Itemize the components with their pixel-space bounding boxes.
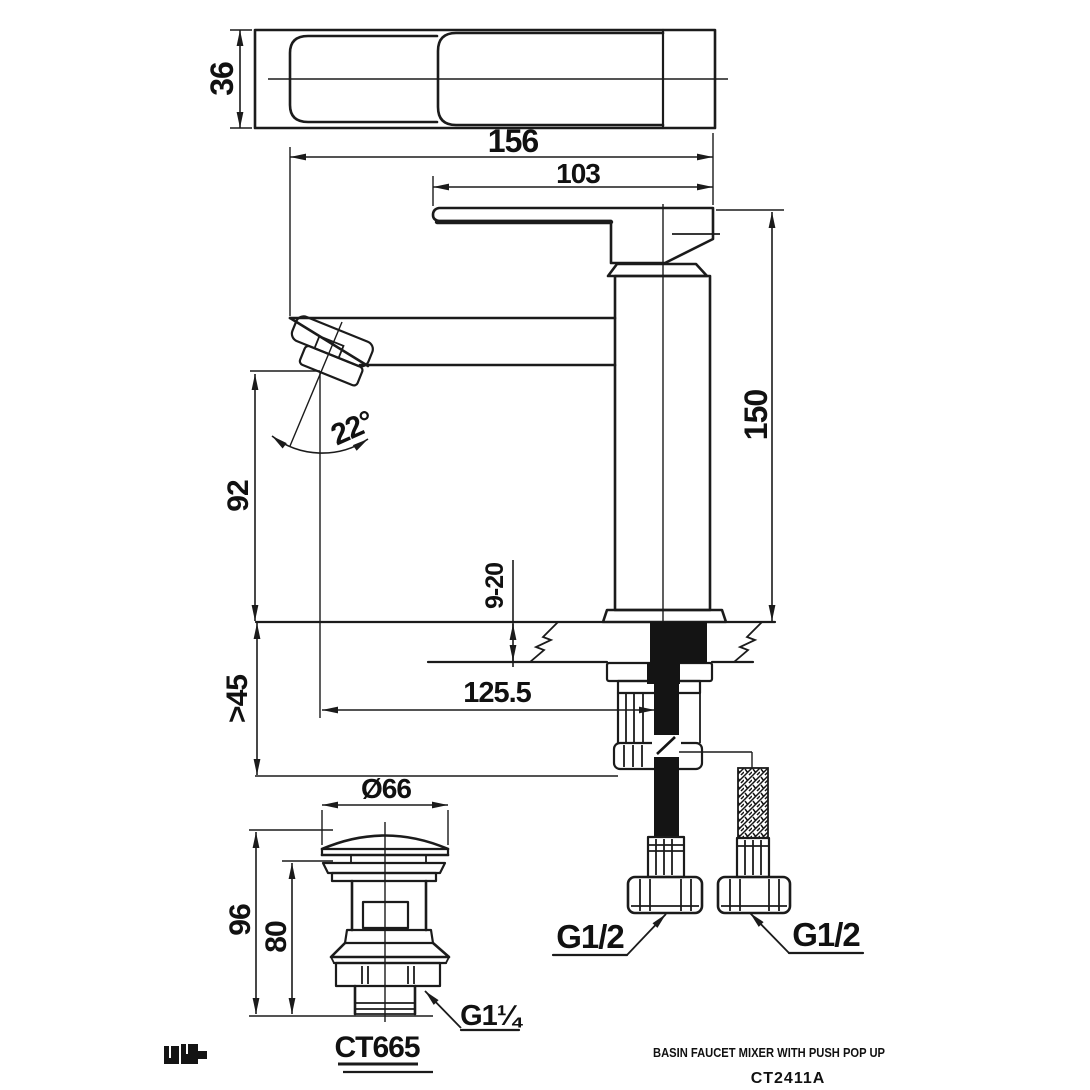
callout-supply-thread-right: G1/2 xyxy=(749,912,865,955)
drain-cap-dome xyxy=(320,834,450,851)
drain-overflow-window xyxy=(361,900,410,930)
drain-flange xyxy=(321,861,447,875)
dim-label-9-20: 9-20 xyxy=(481,563,509,609)
popup-drain-view xyxy=(320,822,451,1022)
dim-outlet-to-axis: 125.5 xyxy=(322,677,655,714)
dim-spout-outlet-height: 92 xyxy=(222,370,321,718)
dim-label-96: 96 xyxy=(224,904,257,936)
aerator-axis-line xyxy=(289,321,343,447)
label-g12-right: G1/2 xyxy=(792,916,860,953)
dim-popup-total-height: 96 xyxy=(224,829,433,1017)
dim-label-156: 156 xyxy=(488,123,539,159)
popup-model-label: CT665 xyxy=(334,1031,433,1074)
dim-label-d66: Ø66 xyxy=(361,773,411,804)
top-view xyxy=(253,28,728,130)
dim-clearance-below: >45 xyxy=(221,623,618,777)
drawing-title: BASIN FAUCET MIXER WITH PUSH POP UP xyxy=(653,1045,885,1060)
counter-deck xyxy=(254,620,777,664)
title-block: BASIN FAUCET MIXER WITH PUSH POP UP CT24… xyxy=(653,1045,885,1087)
cartridge-cover xyxy=(606,262,709,278)
hose-connector-left xyxy=(626,835,704,915)
dim-label-103: 103 xyxy=(556,158,600,189)
dim-label-150: 150 xyxy=(738,390,774,441)
supply-hose-right xyxy=(716,767,792,915)
supply-hose-left xyxy=(647,622,707,837)
dim-label-gt45: >45 xyxy=(221,675,254,723)
dim-spout-angle: 22° xyxy=(271,405,378,454)
dim-label-125-5: 125.5 xyxy=(463,677,531,709)
dim-deck-thickness: 9-20 xyxy=(481,560,517,667)
brand-logo-mark xyxy=(164,1044,207,1064)
dim-label-80: 80 xyxy=(260,921,293,953)
dim-popup-under-height: 80 xyxy=(260,860,333,1014)
dim-popup-cap-diameter: Ø66 xyxy=(321,773,449,845)
drawing-model: CT2411A xyxy=(751,1070,826,1087)
aerator-outlet xyxy=(290,315,374,387)
label-g114: G1¼ xyxy=(460,1000,524,1032)
lever-handle xyxy=(431,206,715,265)
base-flange xyxy=(601,608,728,624)
break-line-right xyxy=(733,621,763,663)
dim-label-92: 92 xyxy=(222,480,255,512)
dim-handle-top-width: 36 xyxy=(204,29,252,129)
dim-spout-reach: 103 xyxy=(432,158,713,206)
dim-label-36: 36 xyxy=(204,62,240,96)
dim-height-above-deck: 150 xyxy=(716,209,784,621)
label-g12-left: G1/2 xyxy=(556,918,624,955)
dim-label-22deg: 22° xyxy=(326,405,378,452)
dim-overall-length: 156 xyxy=(289,123,714,316)
drain-lock-ring xyxy=(334,961,442,988)
callout-supply-thread-left: G1/2 xyxy=(551,913,667,957)
break-line-left xyxy=(529,621,559,663)
connector-nut-left xyxy=(626,875,704,915)
label-ct665: CT665 xyxy=(334,1031,419,1064)
callout-drain-thread: G1¼ xyxy=(424,990,525,1032)
